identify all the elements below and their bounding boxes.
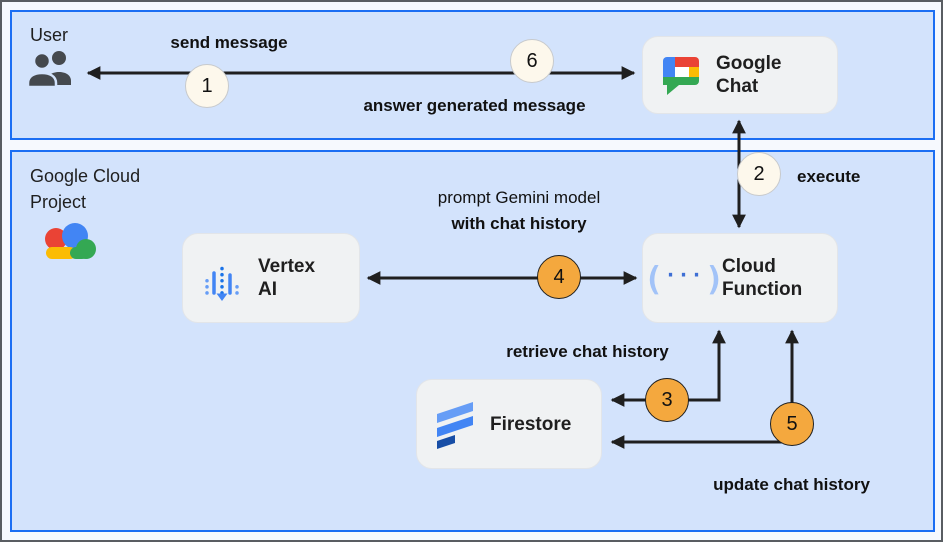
- execute-label: execute: [797, 167, 861, 186]
- firestore-icon: [437, 402, 473, 449]
- google-cloud-logo: [45, 223, 96, 259]
- update-history-label: update chat history: [713, 475, 870, 494]
- retrieve-history-label: retrieve chat history: [506, 342, 669, 361]
- firestore-node: Firestore: [416, 379, 602, 469]
- cloud-functions-icon-dots: ···: [664, 263, 704, 287]
- cloud-function-node: ( ··· ) Cloud Function: [642, 233, 838, 323]
- vertex-ai-label: Vertex AI: [258, 255, 315, 301]
- step-4-badge: 4: [537, 255, 581, 299]
- vertex-ai-icon: [205, 263, 239, 301]
- step-6-badge: 6: [510, 39, 554, 83]
- gcp-zone-label: Google Cloud Project: [30, 163, 140, 215]
- answer-message-label: answer generated message: [363, 96, 586, 115]
- firestore-label: Firestore: [490, 413, 572, 435]
- step-5-badge: 5: [770, 402, 814, 446]
- people-icon: [28, 51, 71, 88]
- google-chat-label: Google Chat: [716, 52, 781, 98]
- send-message-label: send message: [170, 33, 288, 52]
- prompt-gemini-label: prompt Gemini model with chat history: [404, 185, 634, 237]
- vertex-ai-label-line1: Vertex: [258, 256, 316, 277]
- cloud-functions-icon: ( ··· ): [644, 262, 725, 295]
- gcp-zone-label-line2: Project: [30, 192, 87, 212]
- cloud-function-label: Cloud Function: [722, 255, 802, 301]
- cloud-function-label-line1: Cloud: [722, 256, 776, 277]
- google-chat-label-line1: Google: [716, 53, 782, 74]
- cloud-functions-icon-open-paren: (: [643, 258, 664, 298]
- cloud-function-label-line2: Function: [722, 279, 803, 300]
- step-3-badge: 3: [645, 378, 689, 422]
- gcp-zone-label-line1: Google Cloud: [30, 166, 141, 186]
- vertex-ai-label-line2: AI: [258, 279, 277, 300]
- step-1-badge: 1: [185, 64, 229, 108]
- user-zone-label: User: [30, 25, 69, 45]
- google-chat-icon: [663, 57, 699, 95]
- step-2-badge: 2: [737, 152, 781, 196]
- prompt-gemini-label-line2: with chat history: [451, 214, 587, 233]
- prompt-gemini-label-line1: prompt Gemini model: [437, 188, 601, 207]
- cloud-functions-icon-close-paren: ): [704, 258, 725, 298]
- vertex-ai-node: Vertex AI: [182, 233, 360, 323]
- google-chat-label-line2: Chat: [716, 76, 759, 97]
- google-chat-node: Google Chat: [642, 36, 838, 114]
